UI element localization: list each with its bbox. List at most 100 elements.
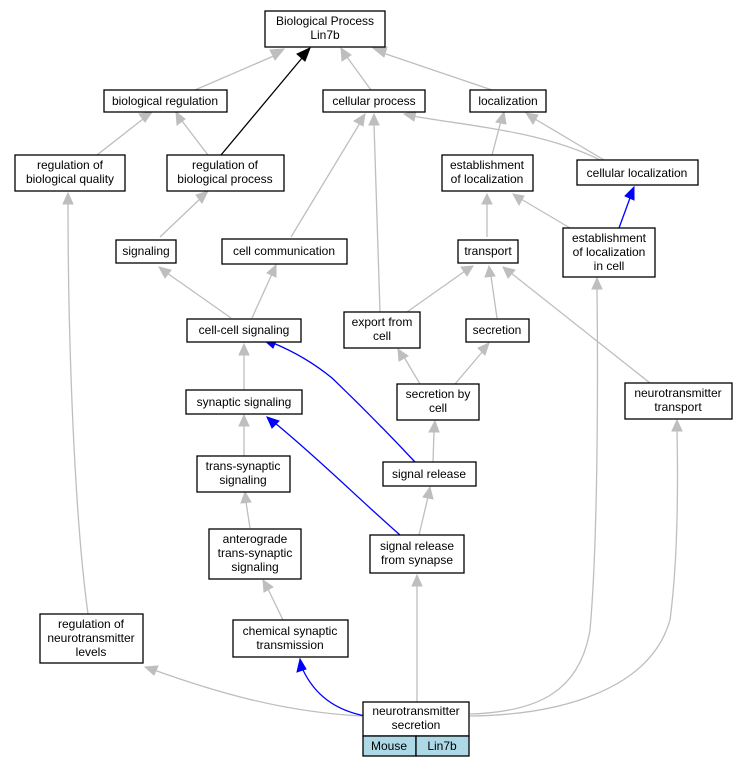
node-label: from synapse (381, 553, 453, 567)
edge-export-from-cell-to-transport (406, 265, 474, 313)
node-biological-process-root[interactable]: Biological Process Lin7b (264, 10, 386, 48)
node-localization[interactable]: localization (469, 89, 547, 113)
node-cell-communication[interactable]: cell communication (221, 238, 348, 265)
node-neurotransmitter-transport[interactable]: neurotransmitter transport (624, 382, 733, 420)
edge-signaling-to-regulation-of-biological-process (159, 190, 209, 238)
node-label: cellular process (332, 94, 415, 108)
node-chemical-synaptic-transmission[interactable]: chemical synaptic transmission (232, 619, 349, 658)
node-anterograde-trans-synaptic-signaling[interactable]: anterograde trans-synaptic signaling (208, 528, 302, 580)
node-label: synaptic signaling (197, 395, 292, 409)
node-label: cell (429, 401, 447, 415)
nodes: Biological Process Lin7b biological regu… (14, 10, 733, 757)
node-label: of localization (451, 172, 524, 186)
edge-neurotransmitter-secretion-to-chemical-synaptic-transmission (296, 657, 366, 717)
node-label: signaling (231, 560, 278, 574)
node-label: biological process (177, 172, 272, 186)
node-export-from-cell[interactable]: export from cell (343, 311, 421, 349)
node-label: transmission (256, 638, 323, 652)
node-label: chemical synaptic (243, 624, 338, 638)
edges (62, 46, 683, 717)
edge-anterograde-to-trans-synaptic-signaling (240, 490, 252, 529)
node-signal-release[interactable]: signal release (382, 461, 477, 487)
edge-synaptic-signaling-to-cell-cell-signaling (238, 342, 250, 390)
edge-export-from-cell-to-cellular-process (368, 112, 381, 313)
node-label: signaling (219, 473, 266, 487)
node-label: export from (352, 315, 413, 329)
edge-secretion-by-cell-to-secretion (454, 342, 490, 385)
node-regulation-of-biological-quality[interactable]: regulation of biological quality (14, 154, 126, 192)
edge-signal-release-to-secretion-by-cell (428, 419, 440, 463)
node-label: regulation of (192, 158, 259, 172)
node-label: trans-synaptic (218, 546, 293, 560)
node-label: cell (373, 329, 391, 343)
edge-transport-to-establishment-of-localization (481, 192, 493, 237)
node-label: Lin7b (310, 28, 340, 42)
node-neurotransmitter-secretion[interactable]: neurotransmitter secretion (362, 701, 470, 737)
node-label: establishment (450, 158, 525, 172)
node-label: Biological Process (276, 14, 374, 28)
node-establishment-of-localization[interactable]: establishment of localization (441, 154, 534, 192)
node-signal-release-from-synapse[interactable]: signal release from synapse (369, 534, 465, 574)
node-biological-regulation[interactable]: biological regulation (103, 89, 228, 113)
edge-regulation-of-biological-process-to-root (220, 47, 311, 156)
edge-cell-communication-to-cellular-process (290, 112, 366, 238)
node-secretion-by-cell[interactable]: secretion by cell (396, 383, 480, 421)
edge-cellular-localization-to-localization (524, 112, 605, 161)
node-transport[interactable]: transport (457, 239, 519, 264)
edge-regulation-of-neurotransmitter-levels-to-regulation-of-biological-quality (62, 191, 89, 615)
edge-secretion-by-cell-to-export-from-cell (397, 347, 421, 385)
edge-secretion-to-transport (484, 264, 498, 319)
node-label: regulation of (58, 617, 125, 631)
node-synaptic-signaling[interactable]: synaptic signaling (185, 389, 303, 415)
node-cellular-process[interactable]: cellular process (322, 89, 426, 113)
annotation-species-cell: Mouse (362, 735, 417, 757)
node-label: signal release (392, 467, 466, 481)
node-establishment-of-localization-in-cell[interactable]: establishment of localization in cell (562, 227, 656, 278)
node-label: secretion (392, 718, 441, 732)
node-label: neurotransmitter (47, 631, 134, 645)
edge-trans-synaptic-signaling-to-synaptic-signaling (238, 413, 250, 456)
edge-neurotransmitter-secretion-to-establishment-of-localization-in-cell (469, 276, 603, 715)
edge-neurotransmitter-secretion-to-regulation-of-neurotransmitter-levels (143, 665, 363, 717)
edge-signal-release-from-synapse-to-synaptic-signaling (266, 416, 401, 536)
edge-cell-cell-signaling-to-cell-communication (251, 263, 277, 319)
node-label: cell communication (233, 244, 335, 258)
node-label: of localization (573, 245, 646, 259)
annotation-species-label: Mouse (371, 739, 407, 753)
edge-establishment-of-localization-in-cell-to-cellular-localization (618, 185, 635, 229)
node-cellular-localization[interactable]: cellular localization (576, 159, 699, 186)
edge-signal-release-from-synapse-to-signal-release (418, 485, 434, 536)
node-label: neurotransmitter (634, 386, 721, 400)
node-label: cellular localization (587, 166, 688, 180)
edge-neurotransmitter-transport-to-transport (502, 266, 651, 384)
node-label: anterograde (223, 532, 288, 546)
node-signaling[interactable]: signaling (115, 239, 177, 264)
node-label: localization (478, 94, 537, 108)
node-label: biological quality (26, 172, 114, 186)
node-label: secretion by (406, 387, 471, 401)
node-regulation-of-neurotransmitter-levels[interactable]: regulation of neurotransmitter levels (39, 613, 144, 664)
edge-regulation-of-biological-process-to-biological-regulation (175, 110, 209, 156)
edge-cellular-localization-to-cellular-process (402, 110, 601, 161)
node-label: regulation of (37, 158, 104, 172)
edge-cellular-process-to-root (340, 46, 372, 91)
node-label: transport (464, 244, 512, 258)
node-label: trans-synaptic (206, 459, 281, 473)
node-cell-cell-signaling[interactable]: cell-cell signaling (186, 318, 302, 343)
node-label: in cell (594, 259, 625, 273)
edge-cell-cell-signaling-to-signaling (158, 266, 232, 319)
annotation-gene-cell: Lin7b (415, 735, 470, 757)
edge-establishment-of-localization-to-localization (491, 110, 507, 156)
node-regulation-of-biological-process[interactable]: regulation of biological process (166, 154, 285, 192)
node-label: neurotransmitter (372, 704, 459, 718)
node-label: signaling (122, 244, 169, 258)
node-label: cell-cell signaling (199, 323, 290, 337)
node-secretion[interactable]: secretion (465, 318, 530, 343)
edge-neurotransmitter-secretion-to-signal-release-from-synapse (411, 573, 423, 702)
edge-localization-to-root (371, 46, 493, 91)
node-label: establishment (572, 231, 647, 245)
annotation-gene-label: Lin7b (427, 739, 457, 753)
node-trans-synaptic-signaling[interactable]: trans-synaptic signaling (196, 455, 291, 493)
